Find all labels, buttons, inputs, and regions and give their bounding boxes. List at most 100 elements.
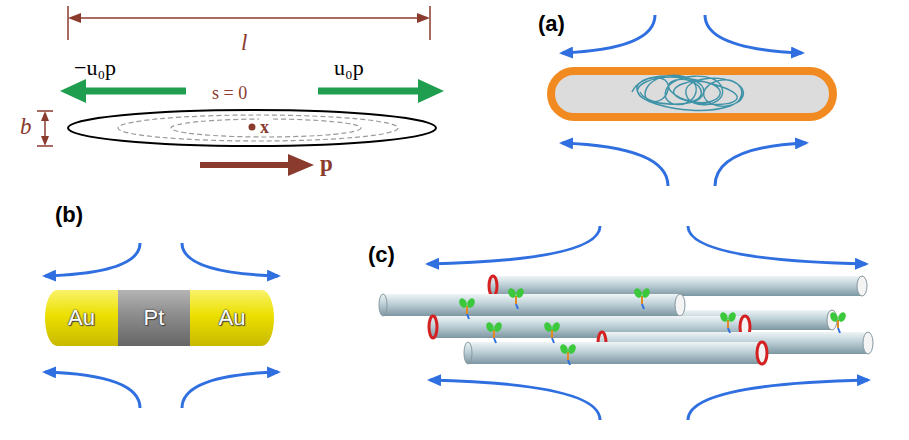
orientation-arrow	[288, 154, 314, 176]
flow-arrow	[182, 243, 278, 276]
flow-arrow	[562, 143, 668, 186]
motor-protein	[551, 321, 562, 333]
rod-ellipse: s = 0x	[66, 108, 438, 148]
motor-protein	[515, 287, 526, 299]
microtubule	[489, 276, 497, 296]
panel-label: (b)	[55, 203, 83, 227]
flow-arrow	[45, 243, 278, 408]
motor-protein	[727, 320, 729, 328]
motor-protein	[837, 311, 848, 323]
microtubule	[757, 342, 767, 364]
velocity-label: −u₀p	[74, 56, 116, 80]
flow-arrow	[182, 372, 278, 408]
velocity-arrow	[60, 79, 444, 103]
motor-protein	[466, 297, 477, 309]
motor-protein	[485, 321, 504, 343]
motor-protein	[507, 287, 518, 299]
flow-arrow	[562, 15, 655, 53]
velocity-label: u₀p	[334, 56, 364, 80]
microtubule	[493, 276, 862, 296]
motor-protein	[837, 320, 839, 328]
flow-arrow	[715, 143, 806, 186]
microtubule	[468, 342, 762, 364]
vector-label: p	[320, 151, 333, 176]
microtubule	[857, 276, 867, 296]
flow-arrow	[45, 372, 140, 408]
segment-label: Au	[68, 306, 95, 330]
velocity-arrow	[318, 88, 422, 95]
rod-outline	[68, 110, 436, 146]
microtubule	[675, 294, 685, 316]
motor-protein	[516, 304, 518, 309]
microtubule	[464, 342, 472, 364]
length-bracket	[74, 17, 424, 19]
motor-protein	[552, 338, 554, 343]
microtubule	[489, 276, 867, 296]
flow-arrow	[562, 15, 806, 186]
flow-arrow	[688, 380, 868, 420]
width-bracket	[37, 111, 53, 146]
chromosome-squiggle	[632, 75, 743, 110]
position-label: s = 0	[212, 84, 247, 104]
motor-protein	[719, 311, 730, 323]
dimension-label: b	[20, 114, 32, 139]
velocity-arrow	[80, 88, 186, 95]
flow-arrow	[688, 226, 866, 264]
motor-protein	[633, 287, 652, 309]
motor-protein	[838, 328, 840, 333]
microtubule	[863, 332, 873, 354]
platinum-segment: Pt	[118, 290, 190, 346]
motor-protein	[567, 352, 569, 360]
motor-protein	[567, 343, 578, 355]
dashed-contour	[171, 119, 361, 137]
motor-protein	[559, 343, 570, 355]
center-dot	[249, 124, 256, 131]
motor-protein	[641, 287, 652, 299]
motor-protein	[515, 296, 517, 304]
gold-segment: Au	[45, 290, 118, 346]
microtubule	[379, 294, 387, 316]
gold-segment: Au	[190, 290, 274, 346]
motor-protein	[559, 343, 578, 365]
dashed-contour	[118, 115, 398, 141]
length-bracket	[429, 6, 431, 40]
length-bracket	[417, 13, 430, 23]
motor-protein	[458, 297, 477, 319]
motor-protein	[829, 311, 848, 333]
motor-protein	[641, 296, 643, 304]
flow-arrow	[45, 243, 140, 276]
motor-protein	[494, 338, 496, 343]
motor-protein	[719, 311, 738, 333]
flow-arrow	[428, 226, 600, 264]
motor-protein	[466, 306, 468, 314]
rod-outline	[66, 108, 438, 148]
length-bracket	[68, 13, 81, 23]
motor-protein	[507, 287, 526, 309]
orientation-arrow	[200, 154, 314, 176]
segment-label: Pt	[144, 306, 165, 330]
width-bracket	[41, 136, 49, 146]
bacterium-body	[551, 71, 833, 117]
microtubule	[429, 316, 437, 338]
motor-protein	[543, 321, 562, 343]
bacterium-body	[551, 71, 833, 117]
flow-arrow	[428, 226, 868, 420]
motor-protein	[493, 321, 504, 333]
motor-protein	[551, 330, 553, 338]
width-bracket	[41, 111, 49, 121]
velocity-arrow	[60, 79, 86, 103]
length-bracket	[67, 6, 69, 40]
flow-arrow	[430, 380, 600, 420]
motor-protein	[633, 287, 644, 299]
motor-protein	[728, 328, 730, 333]
point-label: x	[259, 118, 270, 136]
panel-label: (c)	[368, 243, 395, 267]
motor-protein	[467, 314, 469, 319]
segment-label: Au	[219, 306, 246, 330]
motor-protein	[458, 297, 469, 309]
motor-protein	[829, 311, 840, 323]
dimension-label: l	[241, 30, 247, 55]
